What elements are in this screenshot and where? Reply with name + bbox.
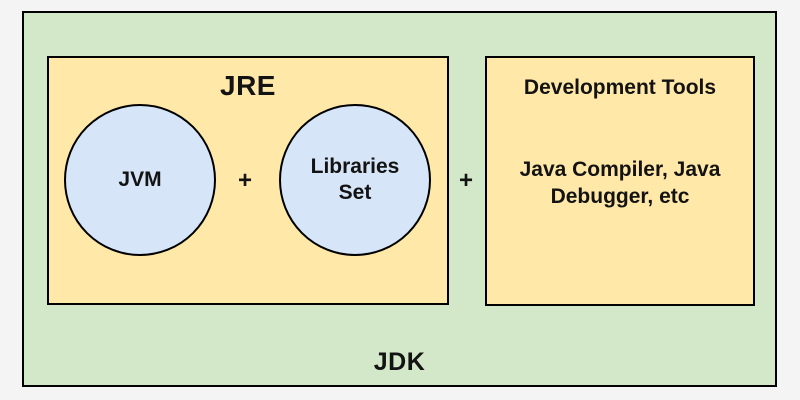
libraries-label-line1: Libraries bbox=[310, 155, 400, 178]
jvm-circle: JVM bbox=[64, 104, 216, 256]
development-tools-title: Development Tools bbox=[523, 76, 717, 99]
development-tools-body-line1: Java Compiler, Java bbox=[519, 158, 721, 181]
jre-box: JRE JVM + Libraries Set bbox=[47, 56, 449, 305]
jre-title: JRE bbox=[220, 70, 276, 101]
development-tools-body-line2: Debugger, etc bbox=[550, 185, 690, 208]
plus-sign-jre-devtools: + bbox=[458, 167, 473, 194]
jvm-label: JVM bbox=[118, 168, 162, 191]
jdk-container-box: JRE JVM + Libraries Set + Development To… bbox=[22, 11, 777, 387]
jdk-label: JDK bbox=[373, 348, 426, 376]
libraries-set-circle: Libraries Set bbox=[279, 104, 431, 256]
libraries-label-line2: Set bbox=[338, 181, 372, 204]
plus-sign-jvm-libraries: + bbox=[237, 167, 252, 194]
development-tools-body: Java Compiler, Java Debugger, etc bbox=[487, 156, 753, 210]
development-tools-box: Development Tools Java Compiler, Java De… bbox=[485, 56, 755, 306]
